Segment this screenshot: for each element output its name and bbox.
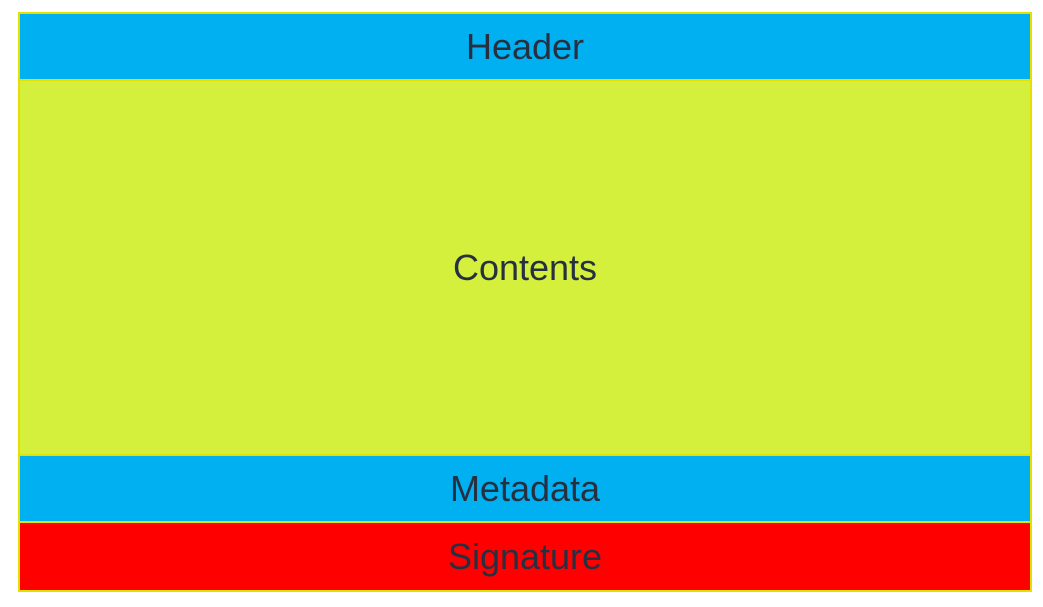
contents-block: Contents <box>18 81 1032 454</box>
metadata-label: Metadata <box>449 467 601 509</box>
contents-label: Contents <box>452 246 598 288</box>
header-block: Header <box>18 12 1032 81</box>
signature-label: Signature <box>447 535 603 577</box>
header-label: Header <box>465 25 585 67</box>
metadata-block: Metadata <box>18 454 1032 523</box>
signature-block: Signature <box>18 521 1032 592</box>
document-structure-diagram: Header Contents Metadata Signature <box>18 12 1032 592</box>
